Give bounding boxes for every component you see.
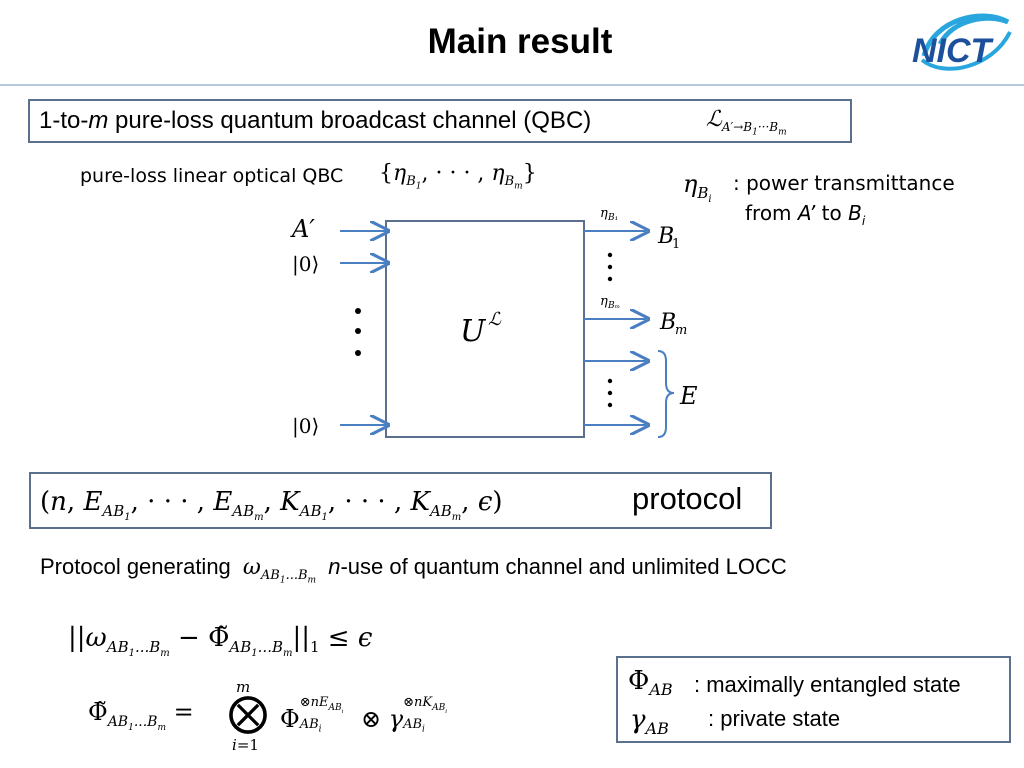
protocol-tuple-box [29,472,772,529]
generating-prefix: Protocol generating [40,554,231,579]
svg-text:E: E [679,382,698,410]
phi-description: : maximally entangled state [694,672,961,697]
gamma-symbol: γAB [630,705,669,739]
generating-n: n [328,554,341,579]
svg-text:η: η [600,206,608,221]
gamma-description: : private state [708,706,841,731]
qbc-label-rest: pure-loss quantum broadcast channel (QBC… [108,107,592,134]
qbc-channel-symbol: ℒA′→B1···Bm [706,107,787,138]
svg-text:B₁: B₁ [607,213,618,223]
transmittance-B: B [848,201,862,225]
product-lower-limit: i=1 [232,736,259,754]
svg-text:Bₘ: Bₘ [607,301,620,311]
transmittance-desc-line1: : power transmittance [733,171,955,195]
qbc-definition-box [28,99,852,143]
trace-norm-inequality: ||ωAB1...Bm − Φ̃AB1...Bm||1 ≤ ϵ [68,623,373,660]
linear-qbc-label: pure-loss linear optical QBC [80,165,344,187]
legend-box [616,656,1011,743]
qbc-label-prefix: 1-to- [39,107,89,134]
transmittance-to: to [815,201,849,225]
transmittance-from: from [745,201,798,225]
svg-text:1: 1 [672,237,680,252]
svg-text:η: η [600,294,608,309]
target-state-formula: Φ̃AB1...Bm = [88,698,194,733]
svg-text:B: B [659,310,676,335]
generating-suffix: -use of quantum channel and unlimited LO… [340,554,787,579]
nict-logo: NICT [912,13,1012,71]
svg-text:|0⟩: |0⟩ [292,414,319,439]
protocol-tuple: (n, EAB1, · · · , EABm, KAB1, · · · , KA… [40,487,503,524]
protocol-word: protocol [632,481,743,516]
svg-text:m: m [675,323,687,338]
svg-text:B: B [657,224,674,249]
svg-text:|0⟩: |0⟩ [292,252,319,277]
unitary-box [385,220,585,438]
environment-brace [657,350,675,438]
qbc-definition: 1-to-m pure-loss quantum broadcast chann… [39,107,591,135]
transmittance-set: {ηB1, · · · , ηBm} [379,161,537,192]
svg-text:NICT: NICT [912,32,995,70]
transmittance-i: i [861,213,866,228]
svg-text:A′: A′ [290,215,315,243]
qbc-label-m: m [88,107,109,134]
eta-bi-symbol: ηBi [683,170,712,205]
phi-symbol: ΦAB [628,666,673,700]
tensor-product-icon: ⨂ [228,690,268,736]
transmittance-A: A’ [797,201,816,225]
transmittance-desc-line2: from A’ to Bi [745,201,865,228]
svg-text:U: U [460,314,487,349]
title-divider [0,84,1024,86]
page-title: Main result [427,22,613,61]
product-upper-limit: m [236,678,251,696]
protocol-generating-line: Protocol generating ωAB1...Bm n-use of q… [40,554,787,586]
unitary-circuit-diagram: A′ |0⟩ |0⟩ U ℒ η B₁ η Bₘ B 1 B m E [290,206,698,439]
svg-text:ℒ: ℒ [488,309,502,330]
